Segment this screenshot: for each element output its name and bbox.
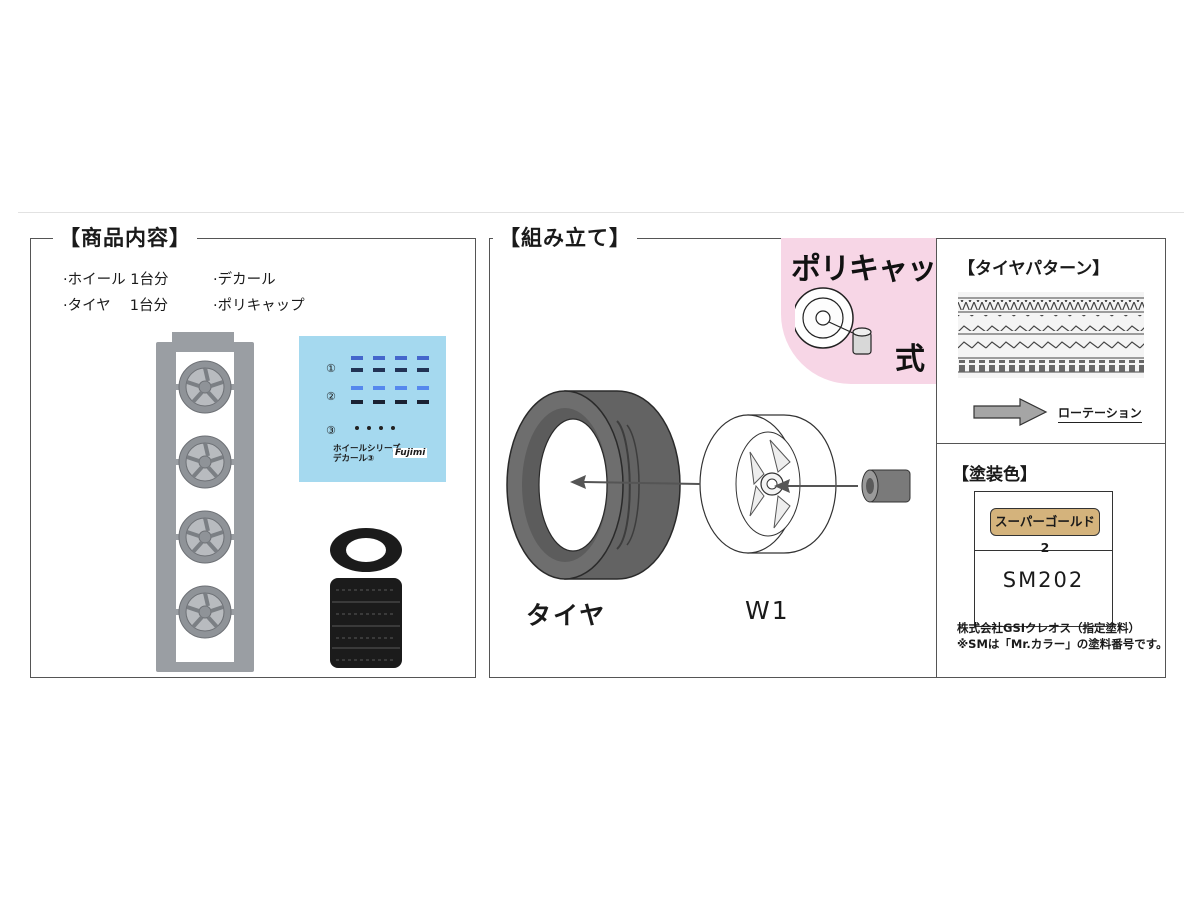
decal-row-3: ③ (326, 424, 336, 437)
polycap-line1: ポリキャップ (791, 252, 936, 287)
wheel-sprue-illustration (156, 332, 254, 672)
wheel-label: W1 (745, 596, 790, 625)
polycap-badge: ポリキャップ 式 (781, 238, 936, 384)
rotation-arrow-icon (973, 398, 1048, 426)
item-decal: ·デカール (213, 272, 276, 288)
assembly-arrows (570, 475, 858, 493)
assembly-title: 【組み立て】 (493, 224, 637, 252)
polycap-line2: 式 (895, 342, 925, 377)
tire-label: タイヤ (526, 601, 607, 630)
top-divider (18, 212, 1184, 213)
paint-color-chip: スーパーゴールド2 (990, 508, 1100, 555)
decal-label-line1: ホイールシリーズ (333, 444, 401, 454)
paint-maker-note: 株式会社GSIクレオス（指定塗料） (957, 621, 1140, 635)
item-tire: ·タイヤ 1台分 (63, 298, 169, 314)
paint-card-divider (975, 550, 1112, 551)
decal-label-line2: デカール③ (333, 454, 375, 464)
tire-pattern-title: 【タイヤパターン】 (958, 259, 1110, 279)
paint-swatch-card: スーパーゴールド2 SM202 (974, 491, 1113, 627)
pattern-paint-divider (936, 443, 1166, 444)
assembly-vertical-divider (936, 238, 937, 678)
polycap-wheel-icon (795, 287, 872, 355)
contents-panel: 【商品内容】 (30, 224, 476, 678)
paint-color-code: SM202 (1002, 568, 1085, 592)
item-wheel: ·ホイール 1台分 (63, 272, 169, 288)
decal-row-1: ① (326, 362, 336, 375)
wheel-illustration (699, 414, 837, 554)
rotation-label: ローテーション (1058, 404, 1142, 423)
tire-stack-illustration (330, 528, 402, 668)
item-polycap: ·ポリキャップ (213, 298, 305, 314)
decal-marks (351, 356, 429, 430)
polycap-part (861, 469, 911, 503)
decal-brand-logo: Fujimi (393, 448, 428, 458)
decal-row-2: ② (326, 390, 336, 403)
contents-title: 【商品内容】 (53, 224, 197, 252)
paint-number-note: ※SMは「Mr.カラー」の塗料番号です。 (957, 637, 1168, 651)
tire-pattern-illustration (958, 292, 1144, 378)
decal-sheet: ① ② ③ ホイールシリーズ デカール③ Fujimi (299, 336, 446, 482)
tire-illustration (506, 390, 681, 580)
paint-title: 【塗装色】 (952, 465, 1037, 485)
